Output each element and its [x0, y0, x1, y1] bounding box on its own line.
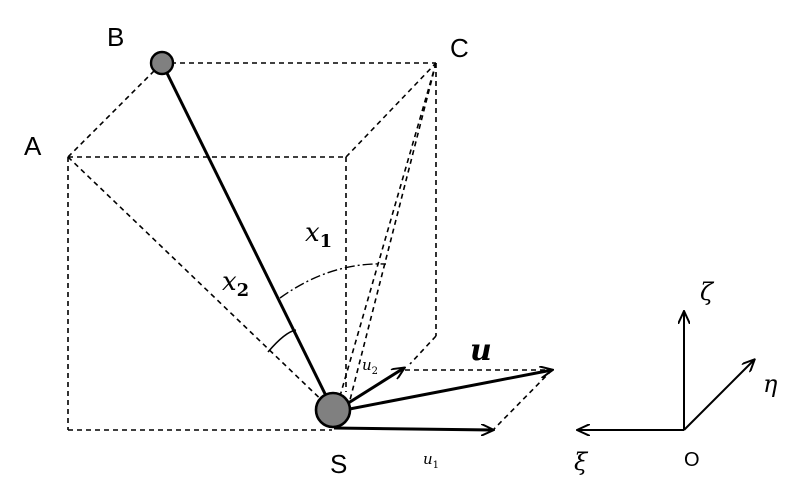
label-xi: ξ [574, 448, 589, 476]
mass-s [314, 391, 352, 429]
label-zeta: ζ [700, 278, 715, 306]
label-s: S [330, 449, 347, 479]
edge-top-right [345, 62, 437, 158]
axis-eta [683, 360, 754, 431]
label-a: A [24, 131, 42, 161]
angle-arc-x2 [267, 329, 297, 353]
label-u: u [470, 333, 492, 368]
label-c: C [450, 33, 469, 63]
edge-top-left [67, 62, 163, 158]
diagonal-c-to-s-2 [349, 62, 437, 401]
mass-b [149, 50, 175, 76]
pendulum-rod [160, 62, 335, 411]
label-eta: η [763, 370, 778, 398]
label-u2: u2 [362, 356, 378, 377]
vector-u1 [333, 428, 493, 430]
box-edges [67, 62, 553, 431]
edge-bottom-right [409, 335, 437, 365]
diagonal-c-to-s [335, 62, 437, 411]
label-b: B [107, 22, 124, 52]
diagonal-a-to-s [67, 156, 333, 411]
vector-u [333, 370, 552, 414]
coordinate-axes [578, 312, 754, 430]
label-u1: u1 [423, 450, 439, 471]
label-o: O [684, 449, 700, 471]
label-x1: x1 [305, 218, 332, 252]
angle-arc-x1 [279, 263, 387, 299]
label-x2: x2 [222, 267, 249, 301]
